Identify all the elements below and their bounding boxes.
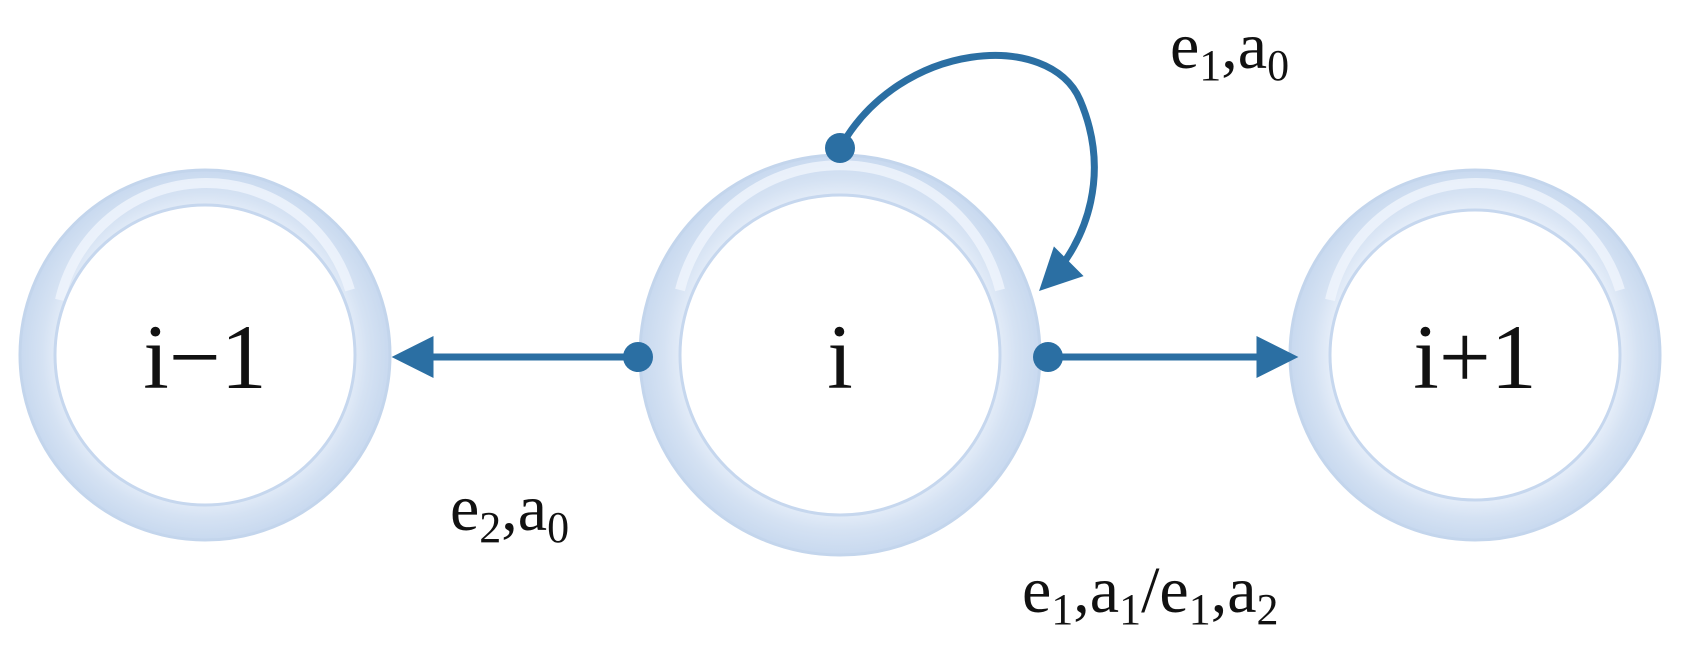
state-node-prev-label: i−1 bbox=[143, 306, 266, 408]
state-node-current-label: i bbox=[827, 306, 853, 408]
state-node-prev-highlight bbox=[55, 178, 355, 302]
state-node-next: i+1 bbox=[1288, 168, 1662, 542]
state-node-next-label: i+1 bbox=[1413, 306, 1536, 408]
state-node-current: i bbox=[638, 153, 1042, 557]
edge-to-prev-start-dot bbox=[623, 342, 653, 372]
edge-to-prev bbox=[391, 336, 653, 378]
edge-to-next bbox=[1033, 336, 1299, 378]
state-node-next-highlight bbox=[1325, 178, 1625, 302]
state-node-next-core bbox=[1328, 208, 1622, 502]
edge-self-loop bbox=[825, 51, 1098, 291]
state-node-prev-core bbox=[53, 203, 357, 507]
state-node-current-core bbox=[678, 193, 1002, 517]
edge-to-next-start-dot bbox=[1033, 342, 1063, 372]
edge-self-loop-label: e1,a0 bbox=[1170, 10, 1289, 90]
edge-self-loop-start-dot bbox=[825, 133, 855, 163]
state-node-current-highlight bbox=[675, 160, 1005, 292]
edge-to-prev-label: e2,a0 bbox=[450, 472, 569, 552]
edge-self-loop-arrow bbox=[836, 51, 1098, 291]
state-node-prev: i−1 bbox=[18, 168, 392, 542]
edge-to-next-label: e1,a1/e1,a2 bbox=[1022, 554, 1279, 634]
